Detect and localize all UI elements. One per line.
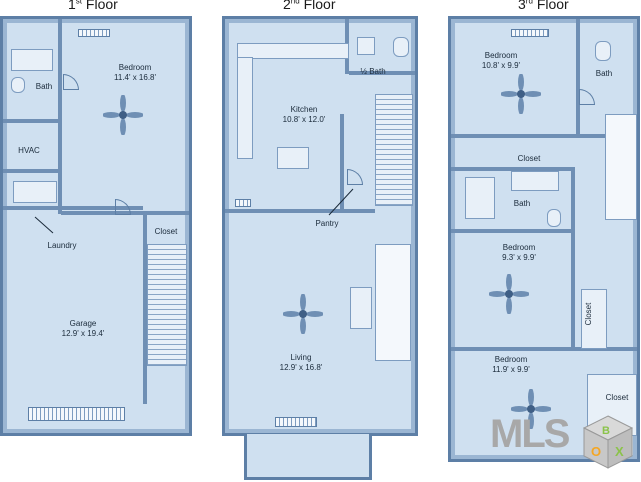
window bbox=[235, 199, 251, 207]
wall bbox=[3, 119, 61, 123]
shower bbox=[465, 177, 495, 219]
ceiling-fan-icon bbox=[489, 274, 529, 314]
laundry-pointer bbox=[34, 216, 54, 234]
room-label-bath-b: Bath bbox=[513, 199, 531, 208]
ceiling-fan-icon bbox=[511, 389, 551, 429]
room-label-bath-a: Bath bbox=[595, 69, 613, 78]
stair-opening bbox=[605, 114, 637, 220]
washer-dryer bbox=[13, 181, 57, 203]
room-label-hvac: HVAC bbox=[18, 146, 40, 155]
closet-b-block bbox=[581, 289, 607, 349]
door-swing bbox=[347, 169, 363, 185]
logo-cube-icon: B O X bbox=[582, 415, 634, 469]
toilet bbox=[547, 209, 561, 227]
floor-2-entry bbox=[244, 434, 372, 480]
wall bbox=[225, 209, 375, 213]
logo-box-letter-o: O bbox=[591, 444, 601, 459]
room-label-bath: Bath bbox=[35, 82, 53, 91]
mls-box-logo: MLS B O X bbox=[490, 412, 640, 482]
floor-title-3: 3rd Floor bbox=[518, 0, 569, 12]
window-bay bbox=[375, 244, 411, 361]
toilet bbox=[595, 41, 611, 61]
window bbox=[78, 29, 110, 37]
floor-title-2: 2nd Floor bbox=[283, 0, 336, 12]
ceiling-fan-icon bbox=[103, 95, 143, 135]
logo-text: MLS bbox=[490, 412, 570, 456]
room-label-laundry: Laundry bbox=[47, 241, 77, 250]
wall bbox=[340, 114, 344, 209]
wall bbox=[451, 347, 637, 351]
wall bbox=[58, 19, 62, 214]
room-label-closet-a: Closet bbox=[517, 154, 541, 163]
room-label-closet-c: Closet bbox=[605, 393, 629, 402]
kitchen-island bbox=[277, 147, 309, 169]
door-swing bbox=[63, 74, 79, 90]
room-label-closet-b: Closet bbox=[584, 302, 593, 326]
kitchen-counter bbox=[237, 43, 349, 59]
door-swing bbox=[115, 199, 131, 215]
floor-title-1: 1st Floor bbox=[68, 0, 118, 12]
shower bbox=[11, 49, 53, 71]
wall bbox=[3, 206, 143, 210]
wall bbox=[349, 71, 415, 75]
stairs bbox=[375, 94, 413, 206]
wall bbox=[3, 169, 61, 173]
room-label-closet: Closet bbox=[154, 227, 178, 236]
logo-box-letter-b: B bbox=[602, 425, 610, 437]
ceiling-fan-icon bbox=[501, 74, 541, 114]
toilet bbox=[393, 37, 409, 57]
sink bbox=[357, 37, 375, 55]
logo-box-letter-x: X bbox=[615, 444, 624, 459]
door-swing bbox=[579, 89, 595, 105]
stairs bbox=[147, 244, 187, 366]
room-label-half-bath: ½ Bath bbox=[360, 67, 386, 76]
wall bbox=[571, 167, 575, 347]
window bbox=[511, 29, 549, 37]
wall bbox=[143, 214, 147, 404]
wall bbox=[451, 167, 571, 171]
wall bbox=[576, 19, 580, 134]
kitchen-counter bbox=[237, 57, 253, 159]
pantry-pointer bbox=[328, 188, 354, 216]
room-label-pantry: Pantry bbox=[315, 219, 339, 228]
ceiling-fan-icon bbox=[283, 294, 323, 334]
wall bbox=[451, 134, 637, 138]
toilet bbox=[11, 77, 25, 93]
garage-door bbox=[28, 407, 125, 421]
wall bbox=[451, 229, 571, 233]
vanity bbox=[511, 171, 559, 191]
window bbox=[275, 417, 317, 427]
fireplace bbox=[350, 287, 372, 329]
